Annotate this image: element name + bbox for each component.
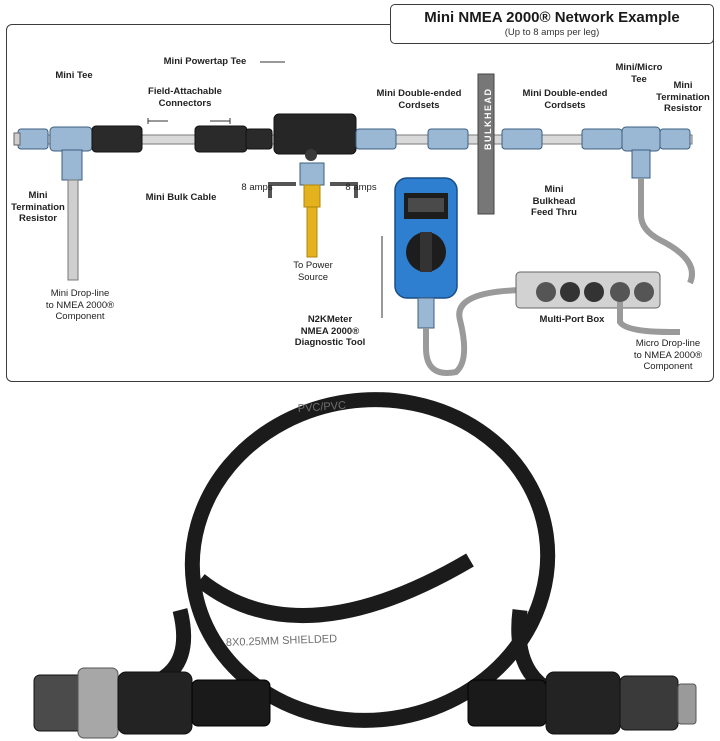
label-mini-micro-tee: Mini/Micro Tee bbox=[615, 62, 663, 85]
label-mini-bulk-cable: Mini Bulk Cable bbox=[145, 192, 217, 203]
network-diagram-panel bbox=[6, 24, 714, 382]
multi-port-box-icon bbox=[515, 271, 661, 309]
mini-micro-tee-icon bbox=[621, 126, 695, 285]
mini-tee-icon bbox=[49, 126, 93, 281]
page-subtitle: (Up to 8 amps per leg) bbox=[504, 27, 600, 38]
micro-drop-line-cable bbox=[617, 302, 680, 335]
mini-powertap-tee-icon bbox=[273, 113, 357, 258]
label-n2kmeter: N2KMeter NMEA 2000® Diagnostic Tool bbox=[294, 314, 366, 348]
label-multi-port-box: Multi-Port Box bbox=[539, 314, 605, 325]
left-m12-connector-icon bbox=[33, 667, 271, 739]
bracket-markers bbox=[147, 118, 231, 124]
label-amps-right: 8 amps bbox=[345, 182, 377, 193]
field-attachable-connectors-icon bbox=[91, 125, 273, 153]
right-m12-connector-icon bbox=[467, 671, 697, 735]
label-mini-termination-resistor-left: Mini Termination Resistor bbox=[11, 190, 65, 224]
page-title: Mini NMEA 2000® Network Example bbox=[424, 9, 680, 26]
bulkhead-icon bbox=[477, 73, 495, 215]
cable-print-top: PVC/PVC bbox=[297, 400, 346, 415]
meter-cable bbox=[423, 286, 533, 376]
label-mini-powertap-tee: Mini Powertap Tee bbox=[163, 56, 247, 67]
cable-print-bottom: 8X0.25MM SHIELDED bbox=[226, 633, 338, 649]
label-mini-drop-line: Mini Drop-line to NMEA 2000® Component bbox=[45, 288, 115, 322]
label-micro-drop-line: Micro Drop-line to NMEA 2000® Component bbox=[633, 338, 703, 372]
bulkhead-label: BULKHEAD bbox=[483, 88, 493, 151]
label-mini-bulkhead-feed-thru: Mini Bulkhead Feed Thru bbox=[531, 184, 577, 218]
mini-termination-resistor-left-icon bbox=[13, 128, 49, 150]
mini-double-ended-cordsets-left-icon bbox=[355, 128, 469, 150]
label-to-power-source: To Power Source bbox=[293, 260, 333, 283]
label-mini-double-ended-cordsets-right: Mini Double-ended Cordsets bbox=[522, 88, 608, 111]
label-mini-tee: Mini Tee bbox=[55, 70, 93, 81]
label-mini-double-ended-cordsets-left: Mini Double-ended Cordsets bbox=[376, 88, 462, 111]
mini-double-ended-cordsets-right-icon bbox=[501, 128, 623, 150]
label-field-attachable-connectors: Field-Attachable Connectors bbox=[148, 86, 222, 109]
title-box: Mini NMEA 2000® Network Example (Up to 8… bbox=[390, 4, 714, 44]
amps-arrows bbox=[268, 182, 358, 198]
n2kmeter-icon bbox=[394, 177, 458, 329]
label-amps-left: 8 amps bbox=[241, 182, 273, 193]
label-mini-termination-resistor-right: Mini Termination Resistor bbox=[656, 80, 710, 114]
mini-termination-resistor-right-icon bbox=[659, 128, 691, 150]
